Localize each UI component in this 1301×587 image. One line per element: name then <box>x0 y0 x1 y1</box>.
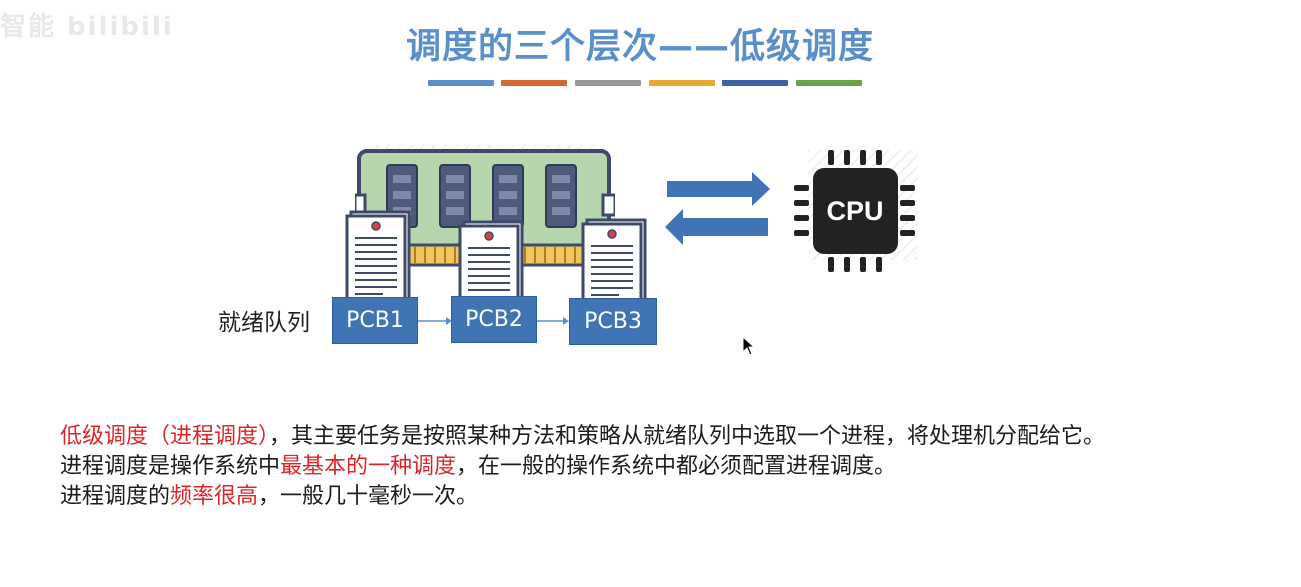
watermark-logo: 智能 bilibili <box>0 12 174 42</box>
color-bar-3 <box>575 80 641 86</box>
paragraph-1: 低级调度（进程调度），其主要任务是按照某种方法和策略从就绪队列中选取一个进程，将… <box>60 422 1240 452</box>
color-bar-4 <box>649 80 715 86</box>
slide-title: 调度的三个层次——低级调度 <box>405 27 874 67</box>
mouse-cursor-icon <box>742 336 756 356</box>
memory-module-illustration <box>355 145 615 267</box>
paragraph-3-end: ，一般几十毫秒一次。 <box>258 484 479 509</box>
color-bar-1 <box>428 80 494 86</box>
color-bar-2 <box>501 80 567 86</box>
ready-queue-label: 就绪队列 <box>218 310 310 336</box>
document-icon-2 <box>458 220 524 310</box>
paragraph-2-start: 进程调度是操作系统中 <box>60 454 281 479</box>
document-icon-1 <box>345 210 411 305</box>
cpu-chip-icon: CPU <box>794 150 918 272</box>
explanation-text: 低级调度（进程调度），其主要任务是按照某种方法和策略从就绪队列中选取一个进程，将… <box>60 422 1240 512</box>
highlight-high-frequency: 频率很高 <box>170 484 259 509</box>
arrow-left-from-cpu <box>665 209 768 245</box>
highlight-most-basic: 最基本的一种调度 <box>280 454 457 479</box>
pcb-box-3: PCB3 <box>569 298 657 345</box>
paragraph-3: 进程调度的频率很高，一般几十毫秒一次。 <box>60 482 1240 512</box>
pcb-box-2: PCB2 <box>451 296 537 343</box>
queue-arrowhead-1 <box>446 317 452 325</box>
dispatch-arrows <box>665 172 770 245</box>
paragraph-2-end: ，在一般的操作系统中都必须配置进程调度。 <box>456 454 897 479</box>
document-icon-3 <box>581 218 647 310</box>
color-bar-6 <box>796 80 862 86</box>
color-bar-5 <box>722 80 788 86</box>
queue-arrows <box>418 317 569 325</box>
paragraph-3-start: 进程调度的 <box>60 484 171 509</box>
term-low-level-scheduling: 低级调度（进程调度） <box>60 424 270 449</box>
cpu-label: CPU <box>826 196 883 226</box>
arrow-right-to-cpu <box>667 172 770 206</box>
paragraph-2: 进程调度是操作系统中最基本的一种调度，在一般的操作系统中都必须配置进程调度。 <box>60 452 1240 482</box>
queue-arrowhead-2 <box>563 317 569 325</box>
pcb-box-1: PCB1 <box>332 297 418 344</box>
paragraph-1-body: ，其主要任务是按照某种方法和策略从就绪队列中选取一个进程，将处理机分配给它。 <box>269 424 1106 449</box>
